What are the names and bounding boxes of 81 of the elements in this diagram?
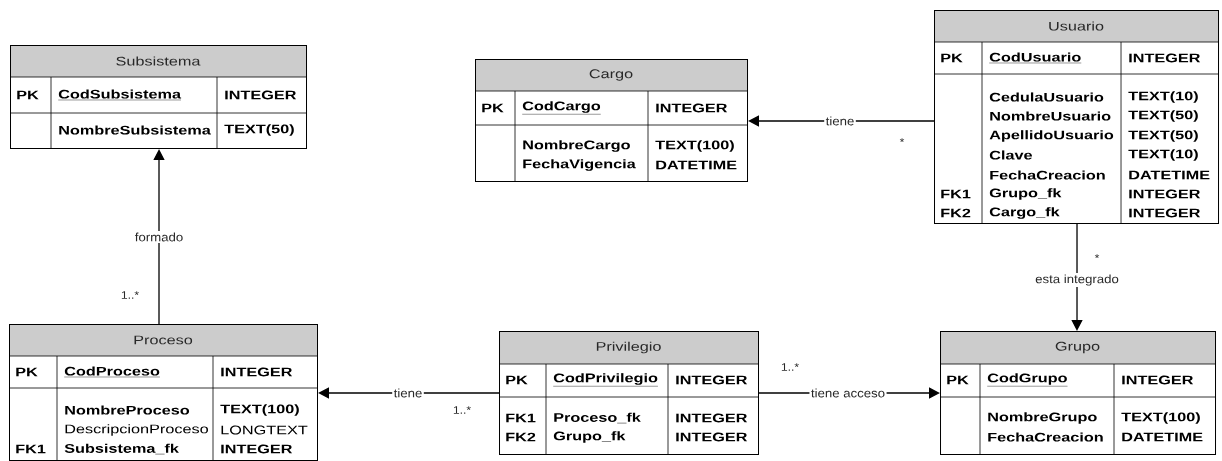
- key-label: PK: [17, 90, 39, 100]
- multiplicity-label: 1..*: [453, 406, 471, 414]
- data-type: INTEGER: [676, 413, 748, 423]
- key-label: FK2: [941, 208, 971, 218]
- column-name: CodPrivilegio: [553, 373, 659, 387]
- data-type: TEXT(100): [220, 404, 299, 416]
- arrow: [1071, 223, 1083, 331]
- key-label: FK2: [506, 432, 536, 442]
- column-name: CodCargo: [522, 101, 601, 115]
- entity-table: [474, 59, 748, 182]
- data-type: INTEGER: [1129, 189, 1201, 199]
- column-name: ApellidoUsuario: [989, 130, 1114, 142]
- column-name: Grupo_fk: [989, 188, 1062, 200]
- data-type: INTEGER: [225, 90, 297, 100]
- column-name: CodUsuario: [989, 52, 1082, 64]
- data-type: INTEGER: [676, 432, 748, 442]
- column-name: NombreSubsistema: [59, 125, 211, 135]
- table-title: Usuario: [1049, 21, 1104, 31]
- data-type: TEXT(50): [1128, 130, 1198, 142]
- data-type: TEXT(100): [1121, 412, 1200, 424]
- data-type: INTEGER: [676, 375, 748, 385]
- column-name: Cargo_fk: [989, 207, 1060, 219]
- entity-table: [8, 324, 318, 461]
- data-type: TEXT(10): [1128, 149, 1198, 161]
- table-title: Subsistema: [116, 56, 201, 66]
- key-label: PK: [482, 103, 504, 113]
- key-label: FK1: [941, 189, 971, 199]
- column-name: CodProceso: [64, 366, 161, 378]
- data-type: DATETIME: [1122, 432, 1203, 442]
- entity-table: [498, 331, 759, 455]
- column-name: NombreUsuario: [990, 111, 1111, 121]
- data-type: DATETIME: [1129, 170, 1210, 180]
- column-name: NombreCargo: [523, 140, 630, 152]
- edge-label: tiene: [824, 115, 856, 127]
- table-title: Proceso: [134, 335, 193, 345]
- data-type: TEXT(50): [224, 124, 294, 136]
- entity-table: [9, 45, 307, 149]
- multiplicity-label: *: [1094, 254, 1100, 259]
- data-type: LONGTEXT: [221, 425, 308, 435]
- data-type: INTEGER: [1129, 53, 1201, 63]
- column-name: CedulaUsuario: [989, 92, 1104, 102]
- data-type: INTEGER: [656, 103, 728, 113]
- key-label: PK: [16, 367, 38, 377]
- column-name: Proceso_fk: [554, 412, 641, 424]
- key-label: PK: [941, 53, 963, 63]
- table-title: Cargo: [589, 69, 633, 81]
- entity-table: [933, 10, 1219, 224]
- arrow: [153, 149, 165, 325]
- data-type: DATETIME: [656, 160, 737, 170]
- data-type: TEXT(10): [1128, 91, 1198, 103]
- data-type: INTEGER: [221, 367, 293, 377]
- data-type: TEXT(50): [1128, 110, 1198, 122]
- data-type: TEXT(100): [655, 140, 734, 152]
- column-name: FechaCreacion: [990, 170, 1105, 180]
- multiplicity-label: 1..*: [121, 291, 139, 299]
- edge-label: formado: [133, 231, 185, 243]
- edge-label: tiene acceso: [809, 387, 887, 399]
- column-name: CodGrupo: [987, 373, 1068, 387]
- data-type: INTEGER: [1129, 208, 1201, 218]
- data-type: INTEGER: [1122, 375, 1194, 385]
- column-name: FechaCreacion: [988, 432, 1103, 442]
- column-name: NombreProceso: [65, 405, 190, 415]
- key-label: PK: [947, 375, 969, 385]
- column-name: Grupo_fk: [553, 431, 626, 443]
- column-name: DescripcionProceso: [65, 424, 208, 436]
- column-name: FechaVigencia: [523, 159, 636, 171]
- column-name: Subsistema_fk: [64, 443, 179, 455]
- table-title: Grupo: [1055, 341, 1100, 354]
- table-title: Privilegio: [596, 341, 661, 354]
- key-label: FK1: [506, 413, 536, 423]
- key-label: FK1: [16, 444, 46, 454]
- key-label: PK: [506, 375, 528, 385]
- column-name: NombreGrupo: [988, 412, 1097, 424]
- edge-label: esta integrado: [1033, 272, 1121, 288]
- edge-label: tiene: [392, 387, 424, 399]
- multiplicity-label: 1..*: [781, 363, 799, 371]
- column-name: CodSubsistema: [58, 89, 182, 101]
- column-name: Clave: [989, 150, 1032, 160]
- entity-table: [939, 331, 1216, 455]
- data-type: INTEGER: [221, 444, 293, 454]
- multiplicity-label: *: [899, 138, 905, 143]
